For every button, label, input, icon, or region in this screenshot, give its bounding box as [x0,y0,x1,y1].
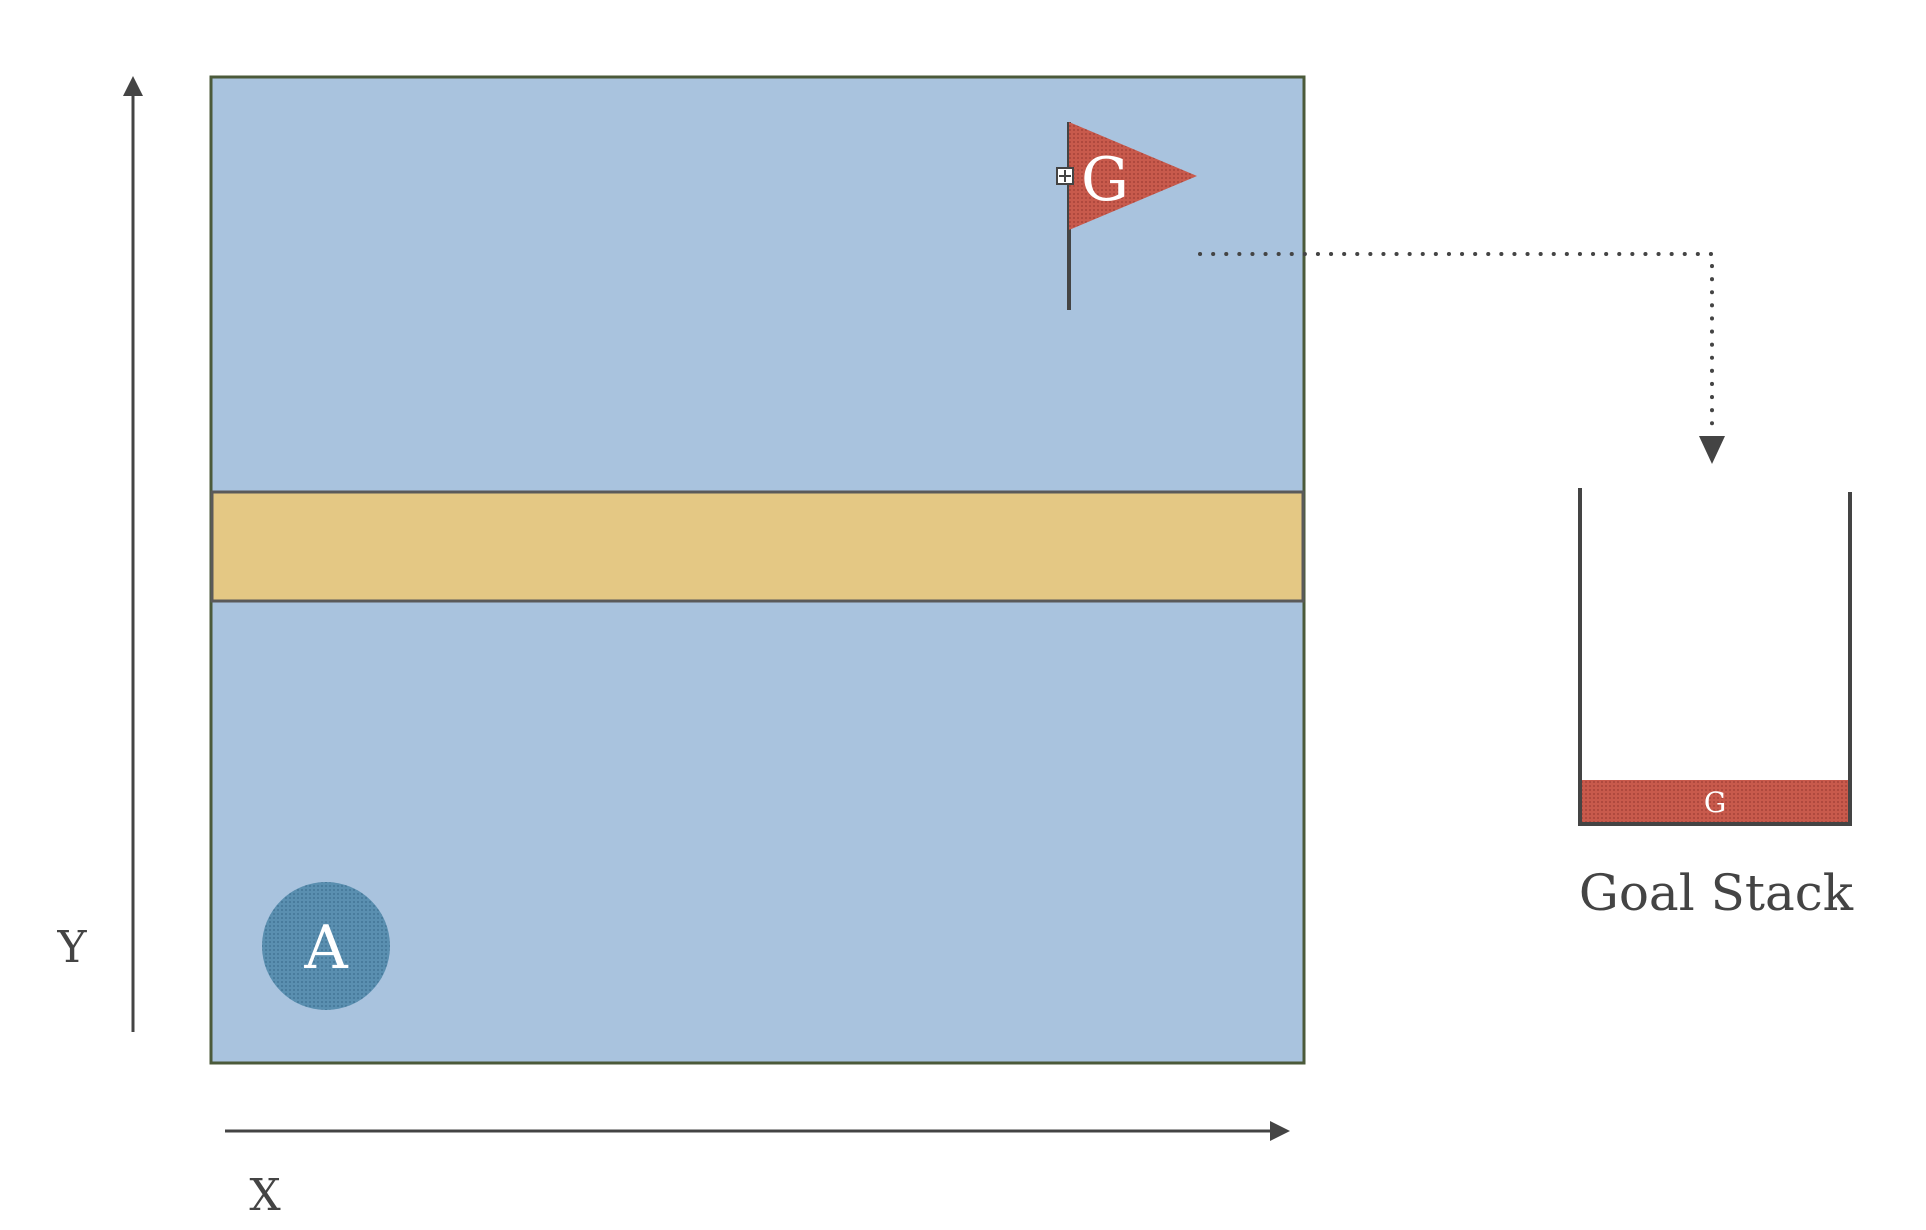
agent-circle-icon [262,882,390,1010]
goal-label: G [1081,145,1129,215]
goal-connector [1198,252,1725,464]
connector-arrow-icon [1699,436,1725,464]
agent-label: A [303,913,348,983]
goal-stack: G Goal Stack [1578,488,1854,922]
flag-anchor-icon [1056,167,1074,185]
y-axis-label: Y [56,922,87,973]
x-axis: X [225,1121,1290,1221]
flag-icon [1069,122,1197,230]
goal-stack-container [1578,488,1852,826]
x-axis-label: X [249,1170,281,1221]
goal-stack-item-label: G [1704,786,1726,819]
goal-stack-item [1582,780,1848,822]
agent: A [262,882,390,1010]
grid-field [209,75,1306,1065]
field-band [210,490,1305,603]
goal-stack-title: Goal Stack [1579,864,1854,922]
y-axis: Y [56,76,143,1032]
x-axis-arrow-icon [1270,1121,1290,1141]
goal-flag: G [1056,122,1197,310]
y-axis-arrow-icon [123,76,143,96]
